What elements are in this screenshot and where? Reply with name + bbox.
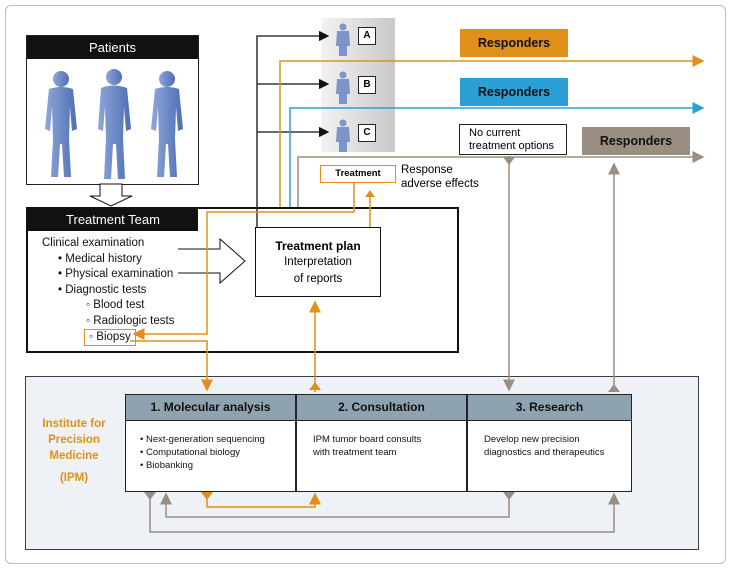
molecular-item: Next-generation sequencing <box>140 433 295 446</box>
taupe-responder-line <box>297 151 705 207</box>
nocurrent-diamond <box>503 157 515 165</box>
outer-research-loop <box>149 492 620 533</box>
blue-responder-line <box>289 102 705 207</box>
patient-figure-3 <box>151 71 183 177</box>
patient-figures <box>45 69 183 179</box>
consult-diamond <box>309 382 321 390</box>
consultation-line: IPM tumor board consults <box>313 434 422 445</box>
orange-responder-line <box>279 55 705 207</box>
molecular-consult-loop <box>206 492 321 508</box>
no-current-line: No current <box>469 127 521 139</box>
clinical-exam-block: Clinical examination Medical history Phy… <box>42 236 174 329</box>
research-title: 3. Research <box>468 395 631 421</box>
group-a-label: A <box>358 27 376 45</box>
group-figures <box>336 23 350 152</box>
plan-line: Interpretation <box>284 256 352 268</box>
no-current-line: treatment options <box>469 140 554 152</box>
research-box: 3. Research Develop new precision diagno… <box>467 394 632 492</box>
patients-title: Patients <box>27 36 198 59</box>
patients-box: Patients <box>26 35 199 185</box>
group-c-label: C <box>358 124 376 142</box>
consultation-title: 2. Consultation <box>297 395 466 421</box>
response-line: adverse effects <box>401 178 479 190</box>
response-label: Response adverse effects <box>401 163 479 191</box>
group-b-figure <box>336 71 350 104</box>
exam-item: Medical history <box>58 252 174 268</box>
responders-orange: Responders <box>460 29 568 57</box>
response-line: Response <box>401 164 453 176</box>
group-c-figure <box>336 119 350 152</box>
plan-line: of reports <box>293 273 343 285</box>
research-line: diagnostics and therapeutics <box>484 447 605 458</box>
consultation-box: 2. Consultation IPM tumor board consults… <box>296 394 467 492</box>
patient-figure-1 <box>45 71 77 177</box>
group-a-figure <box>336 23 350 56</box>
treatment-plan-box: Treatment plan Interpretation of reports <box>255 227 381 297</box>
patients-to-team-arrow <box>89 183 133 207</box>
ipm-label-line: Precision <box>48 434 100 446</box>
consultation-line: with treatment team <box>313 447 397 458</box>
research-line: Develop new precision <box>484 434 580 445</box>
molecular-analysis-box: 1. Molecular analysis Next-generation se… <box>125 394 296 492</box>
responders-taupe: Responders <box>582 127 690 155</box>
test-item: Blood test <box>86 298 174 314</box>
clinical-exam-label: Clinical examination <box>42 237 145 249</box>
molecular-analysis-title: 1. Molecular analysis <box>126 395 295 421</box>
responders-blue: Responders <box>460 78 568 106</box>
molecular-diamond <box>201 492 213 500</box>
no-current-options-box: No current treatment options <box>459 124 567 155</box>
molecular-item: Biobanking <box>140 459 295 472</box>
treatment-box: Treatment <box>320 165 396 183</box>
exam-item: Physical examination <box>58 267 174 283</box>
patient-figure-2 <box>98 69 131 179</box>
treatment-team-title: Treatment Team <box>28 209 198 231</box>
molecular-left-diamond <box>144 492 156 500</box>
biopsy-to-molecular-line <box>130 340 213 392</box>
exam-item: Diagnostic tests <box>58 283 174 299</box>
treatment-plan-title: Treatment plan <box>275 239 361 253</box>
ipm-label-line: Institute for <box>42 418 106 430</box>
group-b-label: B <box>358 76 376 94</box>
ipm-label-line: (IPM) <box>59 472 89 484</box>
research-diamond <box>608 384 620 392</box>
plan-to-treatment-tip <box>365 190 375 197</box>
test-item: Radiologic tests <box>86 314 174 330</box>
exam-to-plan-arrow <box>178 237 246 285</box>
treatment-to-biopsy-line <box>132 182 355 340</box>
ipm-label: Institute for Precision Medicine (IPM) <box>30 416 118 486</box>
molecular-item: Computational biology <box>140 446 295 459</box>
plan-to-groups-line <box>256 30 330 227</box>
research-consult-loop <box>160 492 510 518</box>
ipm-label-line: Medicine <box>49 450 99 462</box>
research-bottom-diamond <box>503 492 515 500</box>
